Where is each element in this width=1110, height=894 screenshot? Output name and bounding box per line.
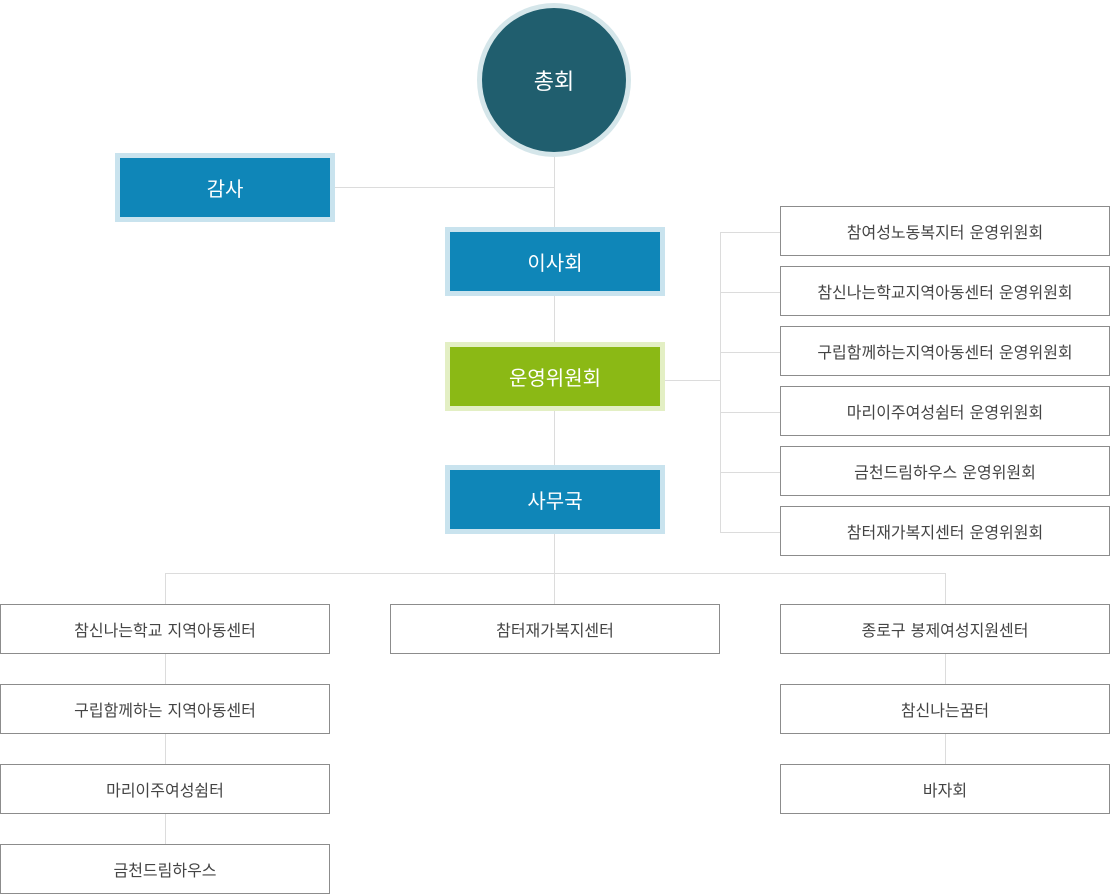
connector-committee-4 <box>720 412 780 413</box>
connector-committee-6 <box>720 532 780 533</box>
board-node: 이사회 <box>445 227 665 296</box>
left-unit: 마리이주여성쉼터 <box>0 764 330 814</box>
right-unit: 종로구 봉제여성지원센터 <box>780 604 1110 654</box>
right-unit: 바자회 <box>780 764 1110 814</box>
connector-center-drop <box>554 573 555 604</box>
connector-committee-3 <box>720 352 780 353</box>
general-assembly-node: 총회 <box>477 3 631 157</box>
connector-committees-vertical <box>720 232 721 532</box>
committee-item: 금천드림하우스 운영위원회 <box>780 446 1110 496</box>
connector-right-drop <box>945 573 946 604</box>
committee-item: 참터재가복지센터 운영위원회 <box>780 506 1110 556</box>
connector-committee-branch <box>664 380 721 381</box>
secretariat-node: 사무국 <box>445 465 665 534</box>
left-unit: 금천드림하우스 <box>0 844 330 894</box>
committee-item: 구립함께하는지역아동센터 운영위원회 <box>780 326 1110 376</box>
right-unit: 참신나는꿈터 <box>780 684 1110 734</box>
board-label: 이사회 <box>450 232 660 291</box>
connector-audit <box>333 187 555 188</box>
connector-committee-5 <box>720 472 780 473</box>
operating-committee-label: 운영위원회 <box>450 347 660 406</box>
audit-label: 감사 <box>120 158 330 217</box>
audit-node: 감사 <box>115 153 335 222</box>
center-unit: 참터재가복지센터 <box>390 604 720 654</box>
committee-item: 참신나는학교지역아동센터 운영위원회 <box>780 266 1110 316</box>
general-assembly-label: 총회 <box>482 8 626 152</box>
left-unit: 참신나는학교 지역아동센터 <box>0 604 330 654</box>
connector-left-drop <box>165 573 166 604</box>
left-unit: 구립함께하는 지역아동센터 <box>0 684 330 734</box>
committee-item: 마리이주여성쉼터 운영위원회 <box>780 386 1110 436</box>
secretariat-label: 사무국 <box>450 470 660 529</box>
committee-item: 참여성노동복지터 운영위원회 <box>780 206 1110 256</box>
connector-committee-1 <box>720 232 780 233</box>
operating-committee-node: 운영위원회 <box>445 342 665 411</box>
connector-committee-2 <box>720 292 780 293</box>
connector-left-column <box>165 653 166 845</box>
connector-bottom-horizontal <box>165 573 946 574</box>
